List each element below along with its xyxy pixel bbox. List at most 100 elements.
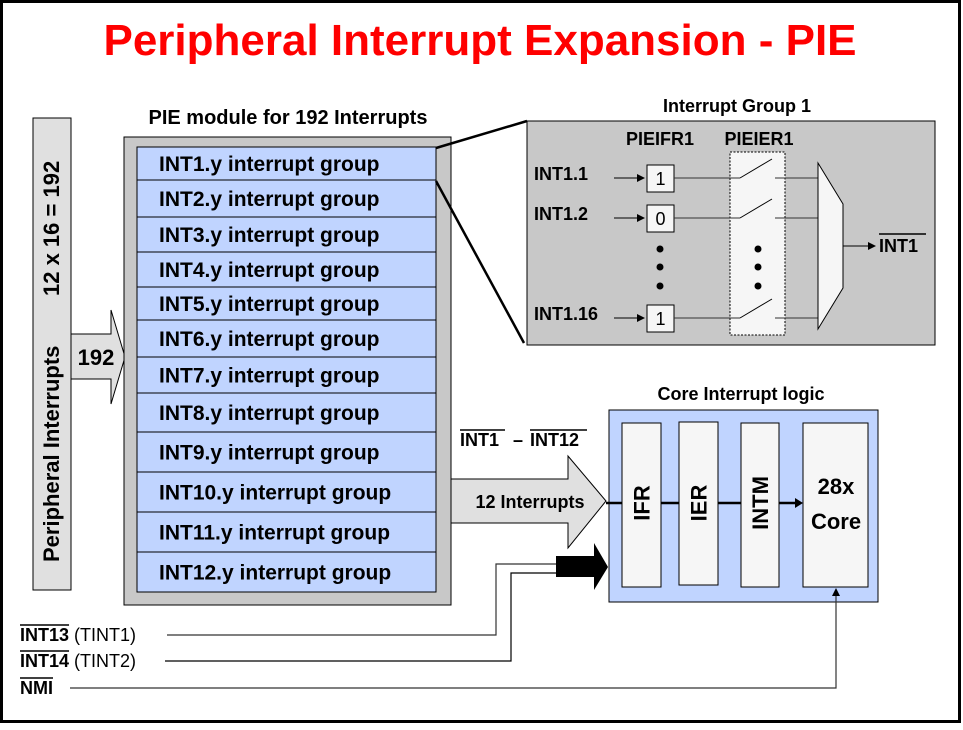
pie-group-row-bg	[136, 551, 437, 593]
pie-group-row-bg	[136, 216, 437, 253]
external-input-name: INT14	[20, 651, 69, 671]
pie-group-row-bg	[136, 179, 437, 218]
ellipsis-dot	[754, 245, 762, 253]
bus-label-dash: –	[513, 430, 523, 450]
external-input-note: (TINT2)	[74, 651, 136, 671]
pie-group-row-bg	[136, 251, 437, 288]
core-label-line2: Core	[811, 509, 861, 534]
zoom-line-top	[435, 119, 528, 150]
pie-group-row-label: INT2.y interrupt group	[159, 188, 380, 211]
pie-group-row-label: INT1.y interrupt group	[159, 153, 380, 176]
pie-group-row: INT1.y interrupt group	[136, 146, 437, 181]
core-label-line1: 28x	[818, 474, 855, 499]
pieifr-flag-value: 1	[655, 309, 665, 329]
external-input-name: INT13	[20, 625, 69, 645]
pie-group-row: INT8.y interrupt group	[136, 392, 437, 433]
mux-or-gate	[817, 161, 844, 331]
arrow-192-label: 192	[78, 345, 115, 370]
pie-group-row-bg	[136, 431, 437, 473]
external-input-int14: INT14(TINT2)	[20, 650, 136, 671]
core-registers: IFR IER INTM	[621, 421, 780, 588]
pie-group-row: INT5.y interrupt group	[136, 286, 437, 321]
external-input-name: NMI	[20, 678, 53, 698]
core-register-ier: IER	[678, 421, 719, 586]
peripheral-interrupts-bar: Peripheral Interrupts 12 x 16 = 192	[32, 117, 72, 591]
pie-group-row-label: INT10.y interrupt group	[159, 482, 391, 505]
arrow-12-label: 12 Interrupts	[475, 492, 584, 512]
pieifr-flag-bit	[646, 164, 675, 193]
group1-input-label: INT1.2	[534, 204, 588, 224]
pie-group-row-label: INT4.y interrupt group	[159, 259, 380, 282]
pie-group-row-bg	[136, 286, 437, 321]
arrow-192-shape	[70, 309, 126, 405]
external-interrupts-arrow	[556, 543, 608, 590]
peripheral-bar-label: Peripheral Interrupts	[39, 346, 64, 562]
arrow-192: 192	[70, 309, 126, 405]
ellipsis-dot	[754, 263, 762, 271]
pieifr-flag-value: 1	[655, 169, 665, 189]
core-register-ifr: IFR	[621, 422, 662, 588]
arrow-12-interrupts: 12 Interrupts	[450, 454, 607, 550]
pie-group-row-bg	[136, 471, 437, 513]
pie-module-heading: PIE module for 192 Interrupts	[149, 107, 428, 129]
peripheral-bar-formula: 12 x 16 = 192	[39, 161, 64, 296]
core-register-box	[621, 422, 662, 588]
int13-wire	[167, 563, 556, 636]
ellipsis-dot	[754, 282, 762, 290]
core-logic-heading: Core Interrupt logic	[657, 384, 824, 404]
enable-switch	[739, 198, 773, 219]
bus-label-from: INT1	[460, 430, 499, 450]
pie-group-row-label: INT11.y interrupt group	[159, 522, 390, 545]
ellipsis-dot	[656, 282, 664, 290]
pie-group-row: INT2.y interrupt group	[136, 179, 437, 218]
slide-title: Peripheral Interrupt Expansion - PIE	[103, 16, 856, 65]
pie-group-row-bg	[136, 511, 437, 553]
pie-group-row-label: INT7.y interrupt group	[159, 365, 380, 388]
pieier1-label: PIEIER1	[724, 129, 793, 149]
pie-group-row: INT3.y interrupt group	[136, 216, 437, 253]
pie-group-row-bg	[136, 356, 437, 394]
pieier1-register	[729, 151, 786, 336]
peripheral-bar-body	[32, 117, 72, 591]
pie-group-row: INT6.y interrupt group	[136, 319, 437, 358]
pie-group-row: INT10.y interrupt group	[136, 471, 437, 513]
group1-heading: Interrupt Group 1	[663, 96, 811, 116]
int1-output-label: INT1	[879, 236, 918, 256]
pie-group-row-bg	[136, 392, 437, 433]
pie-group-row: INT11.y interrupt group	[136, 511, 437, 553]
nmi-wire	[70, 595, 837, 689]
pie-group-row-bg	[136, 319, 437, 358]
int14-wire	[165, 572, 556, 662]
pie-group-row-bg	[136, 146, 437, 181]
nmi-arrowhead	[832, 588, 840, 596]
enable-switch	[739, 158, 773, 179]
pie-group-row: INT9.y interrupt group	[136, 431, 437, 473]
core-register-intm: INTM	[740, 422, 780, 588]
core-register-box	[740, 422, 780, 588]
pieifr1-label: PIEIFR1	[626, 129, 694, 149]
arrow-12-shape	[450, 454, 607, 550]
pie-group-row-label: INT9.y interrupt group	[159, 442, 380, 465]
ellipsis-switches	[754, 245, 762, 290]
pie-group-row: INT12.y interrupt group	[136, 551, 437, 593]
bus-label: INT1 – INT12	[460, 429, 587, 450]
pie-group-row-label: INT3.y interrupt group	[159, 224, 380, 247]
ellipsis-dot	[656, 245, 664, 253]
pie-group-row-label: INT8.y interrupt group	[159, 402, 380, 425]
external-input-labels: INT13(TINT1)INT14(TINT2)NMI	[20, 624, 136, 698]
external-input-note: (TINT1)	[74, 625, 136, 645]
core-register-label: INTM	[748, 476, 773, 530]
core-register-label: IER	[687, 485, 712, 522]
pie-group-row-label: INT6.y interrupt group	[159, 328, 380, 351]
pieifr-flag-bit	[646, 304, 675, 333]
ellipsis-dot	[656, 263, 664, 271]
enable-switch	[739, 298, 773, 319]
pieifr-flag-bit	[646, 204, 675, 233]
pie-group-row: INT4.y interrupt group	[136, 251, 437, 288]
pieifr-flag-value: 0	[655, 209, 665, 229]
group1-input-row: INT1.2 0	[534, 198, 818, 233]
